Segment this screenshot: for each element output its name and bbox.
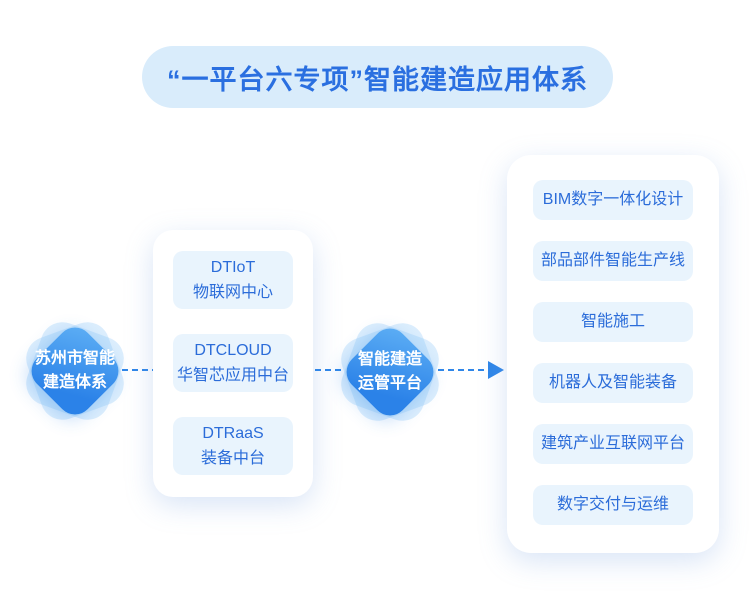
dashed-connector-left	[122, 369, 154, 371]
platform-item-name: 装备中台	[200, 450, 265, 467]
platform-item-code: DTRaaS	[202, 425, 264, 442]
special-item-smart-construction: 智能施工	[533, 302, 693, 342]
dashed-line	[438, 369, 488, 371]
diagram-title: “一平台六专项”智能建造应用体系	[167, 64, 588, 95]
platform-item-code: DTIoT	[210, 259, 256, 276]
diagram-title-pill: “一平台六专项”智能建造应用体系	[142, 46, 613, 108]
special-item-industry-internet-platform: 建筑产业互联网平台	[533, 424, 693, 464]
special-item-label: 建筑产业互联网平台	[540, 435, 685, 452]
specials-panel: BIM数字一体化设计 部品部件智能生产线 智能施工 机器人及智能装备 建筑产业互…	[507, 155, 719, 553]
special-item-label: 部品部件智能生产线	[540, 252, 685, 269]
platform-panel: DTIoT 物联网中心 DTCLOUD 华智芯应用中台 DTRaaS 装备中台	[153, 230, 313, 497]
special-item-robots-equipment: 机器人及智能装备	[533, 363, 693, 403]
node-operation-management-platform: 智能建造 运管平台	[335, 317, 445, 427]
platform-item-dtiot: DTIoT 物联网中心	[173, 251, 293, 309]
special-item-smart-production-line: 部品部件智能生产线	[533, 241, 693, 281]
node-label-line1: 苏州市智能	[34, 350, 115, 367]
node-label: 苏州市智能 建造体系	[20, 316, 130, 426]
node-label-line2: 运管平台	[357, 375, 422, 392]
arrowhead-icon	[488, 361, 504, 379]
node-label-line1: 智能建造	[357, 351, 422, 368]
special-item-digital-delivery-om: 数字交付与运维	[533, 485, 693, 525]
special-item-label: 智能施工	[580, 313, 645, 330]
platform-item-dtcloud: DTCLOUD 华智芯应用中台	[173, 334, 293, 392]
platform-item-name: 物联网中心	[192, 284, 273, 301]
special-item-label: BIM数字一体化设计	[542, 191, 684, 208]
node-label: 智能建造 运管平台	[335, 317, 445, 427]
special-item-bim-design: BIM数字一体化设计	[533, 180, 693, 220]
platform-item-name: 华智芯应用中台	[176, 367, 289, 384]
node-suzhou-construction-system: 苏州市智能 建造体系	[20, 316, 130, 426]
dashed-connector-middle	[315, 369, 345, 371]
platform-item-code: DTCLOUD	[194, 342, 272, 359]
node-label-line2: 建造体系	[42, 374, 107, 391]
special-item-label: 机器人及智能装备	[548, 374, 677, 391]
dashed-arrow-connector	[438, 361, 504, 379]
special-item-label: 数字交付与运维	[556, 496, 669, 513]
platform-item-dtraas: DTRaaS 装备中台	[173, 417, 293, 475]
